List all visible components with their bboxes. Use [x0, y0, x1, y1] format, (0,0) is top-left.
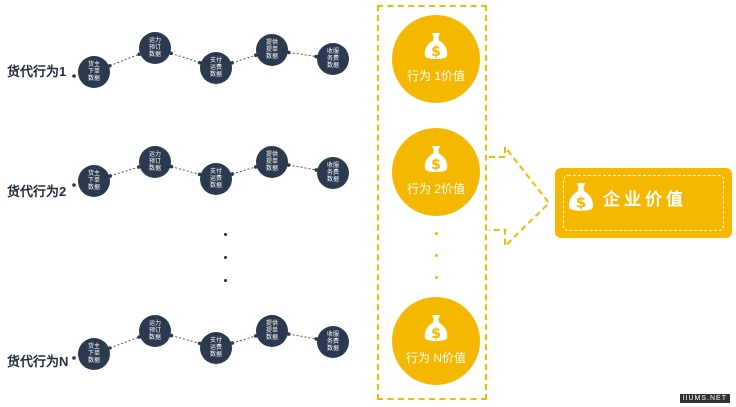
chain-connector [288, 164, 317, 171]
watermark: IIUMS.NET [679, 394, 730, 403]
node-bill-of-lading: 提供 提单 数据 [256, 146, 288, 178]
connector-dot [72, 74, 76, 78]
value-circle-2: $ 行为 2价值 [392, 128, 480, 216]
chain-connector [232, 335, 256, 344]
chain-connector [109, 53, 140, 67]
chain-connector [171, 166, 200, 175]
node-capacity-booking: 运力 预订 数据 [139, 32, 171, 64]
money-bag-icon: $ [569, 183, 593, 212]
ellipsis-dot [435, 254, 438, 257]
connector-dot [72, 356, 76, 360]
value-label-1: 行为 1价值 [406, 69, 465, 83]
node-bill-of-lading: 提供 提单 数据 [256, 315, 288, 347]
chain-connector [110, 166, 139, 177]
node-service-fee: 收服 务费 数据 [317, 157, 349, 189]
node-shipper-order: 货主 下单 数据 [78, 56, 110, 88]
row-label-2: 货代行为2 [7, 184, 67, 199]
svg-text:$: $ [431, 44, 441, 60]
row-label-1: 货代行为1 [7, 64, 67, 79]
ellipsis-dot [435, 276, 438, 279]
node-service-fee: 收服 务费 数据 [317, 43, 349, 75]
node-shipper-order: 货主 下单 数据 [78, 338, 110, 370]
svg-text:$: $ [576, 194, 586, 212]
enterprise-value-box: $ 企业价值 [555, 168, 732, 238]
chain-connector [232, 166, 256, 175]
chain-connector [170, 52, 201, 64]
money-bag-icon: $ [424, 33, 448, 60]
node-freight-payment: 支付 运费 数据 [200, 332, 232, 364]
svg-text:$: $ [431, 157, 441, 173]
chain-connector [171, 335, 200, 344]
enterprise-value-label: 企业价值 [603, 190, 687, 209]
chain-connector [288, 333, 317, 340]
enterprise-value-border [563, 175, 724, 231]
value-circle-n: $ 行为 N价值 [392, 297, 480, 385]
node-bill-of-lading: 提供 提单 数据 [256, 34, 288, 66]
money-bag-icon: $ [424, 146, 448, 173]
value-label-n: 行为 N价值 [405, 351, 466, 365]
row-label-n: 货代行为N [7, 354, 69, 369]
chain-connector [288, 51, 317, 58]
flow-arrow [489, 144, 551, 249]
node-freight-payment: 支付 运费 数据 [200, 163, 232, 195]
node-freight-payment: 支付 运费 数据 [200, 52, 232, 84]
ellipsis-dot [224, 256, 227, 259]
node-service-fee: 收服 务费 数据 [317, 326, 349, 358]
svg-text:$: $ [431, 326, 441, 342]
value-label-2: 行为 2价值 [406, 182, 465, 196]
node-shipper-order: 货主 下单 数据 [78, 165, 110, 197]
node-capacity-booking: 运力 预订 数据 [139, 315, 171, 347]
value-panel [377, 5, 487, 400]
money-bag-icon: $ [424, 315, 448, 342]
chain-connector [109, 336, 140, 349]
ellipsis-dot [435, 232, 438, 235]
chain-connector [232, 54, 256, 64]
ellipsis-dot [224, 279, 227, 282]
ellipsis-dot [224, 233, 227, 236]
value-circle-1: $ 行为 1价值 [392, 15, 480, 103]
node-capacity-booking: 运力 预订 数据 [139, 146, 171, 178]
connector-dot [72, 183, 76, 187]
